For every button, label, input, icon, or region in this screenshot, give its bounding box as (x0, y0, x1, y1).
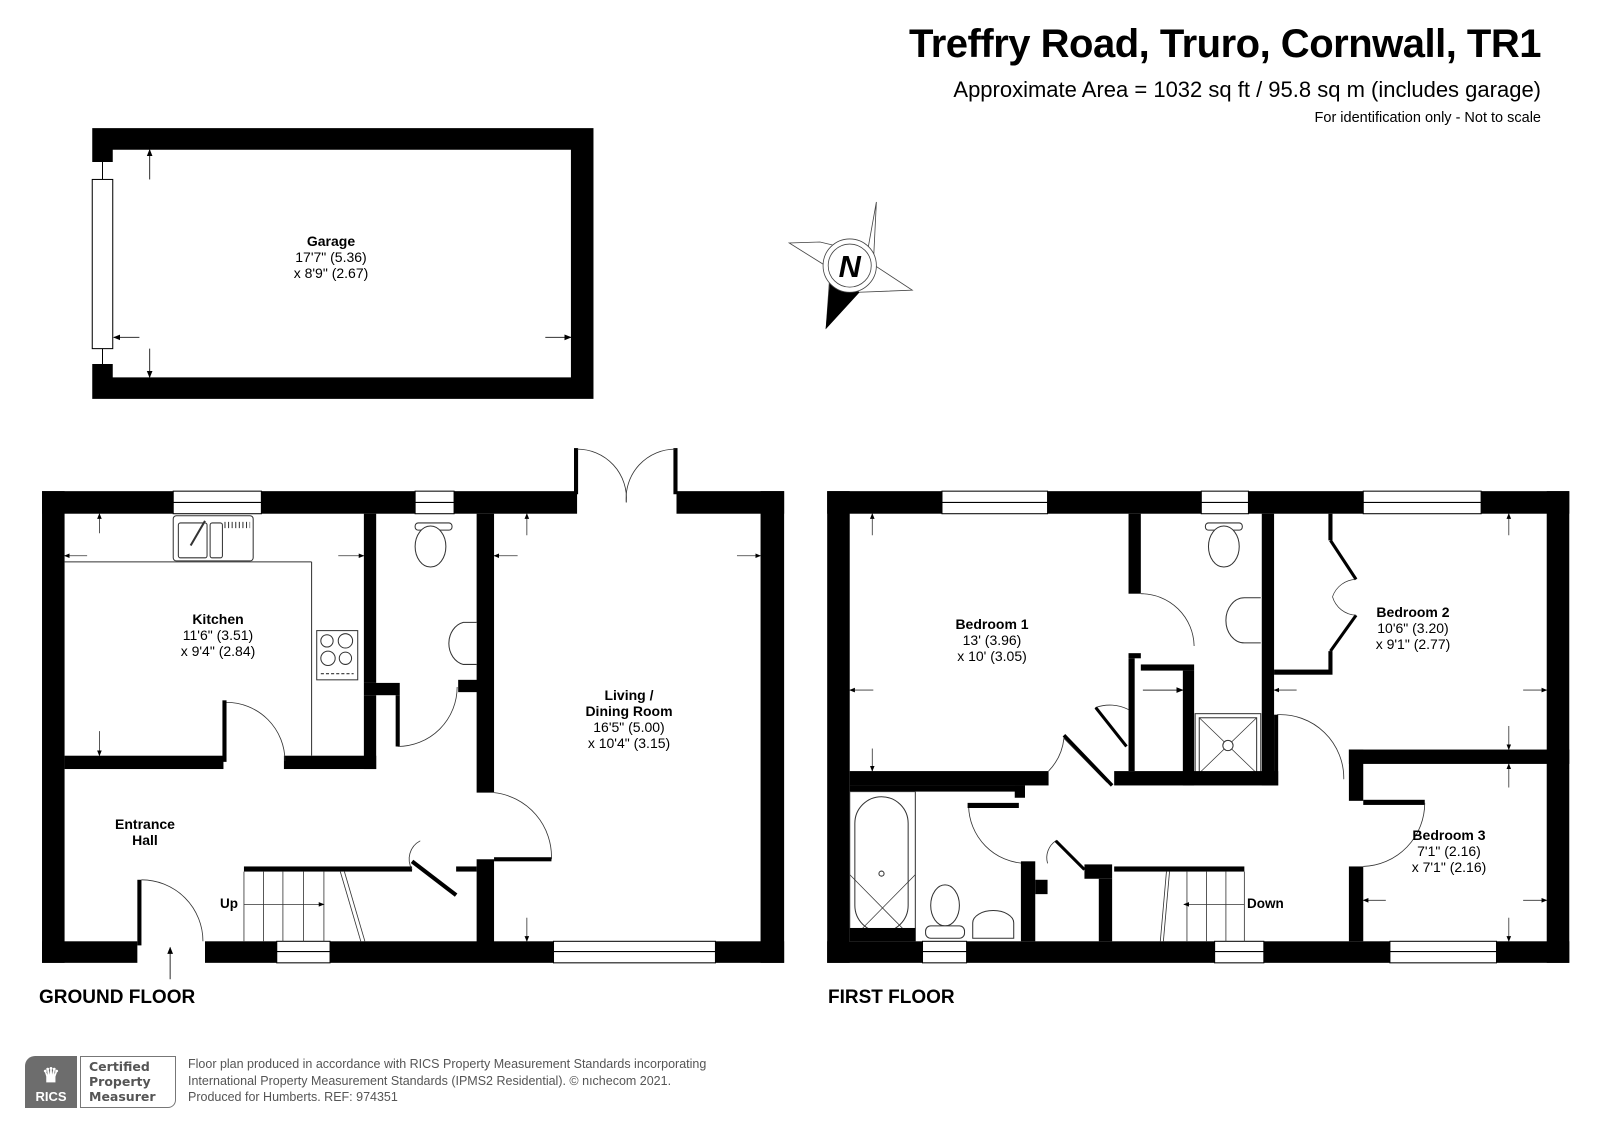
room-name: Living / (604, 687, 654, 703)
room-dimension: 17'7" (5.36) (295, 249, 367, 265)
ground-floor-plan (42, 448, 785, 980)
room-name: Hall (132, 832, 158, 848)
room-label-bedroom-1: Bedroom 1 13' (3.96) x 10' (3.05) (955, 616, 1028, 664)
svg-text:N: N (839, 249, 862, 284)
badge-text: Measurer (89, 1089, 156, 1104)
first-floor-label: FIRST FLOOR (828, 987, 955, 1008)
footer-credits: Floor plan produced in accordance with R… (188, 1056, 706, 1108)
garage-plan (91, 128, 594, 399)
room-dimension: x 7'1" (2.16) (1411, 859, 1487, 875)
room-label-kitchen: Kitchen 11'6" (3.51) x 9'4" (2.84) (181, 611, 256, 659)
footer-line: International Property Measurement Stand… (188, 1073, 672, 1088)
room-dimension: 7'1" (2.16) (1417, 843, 1481, 859)
room-dimension: x 9'4" (2.84) (180, 643, 256, 659)
room-name: Bedroom 1 (955, 616, 1029, 632)
room-label-entrance-hall: Entrance Hall (115, 816, 175, 848)
room-dimension: x 9'1" (2.77) (1375, 636, 1451, 652)
room-label-living-dining: Living / Dining Room 16'5" (5.00) x 10'4… (585, 687, 672, 751)
approximate-area: Approximate Area = 1032 sq ft / 95.8 sq … (953, 77, 1541, 102)
room-dimension: x 8'9" (2.67) (293, 265, 369, 281)
room-label-garage: Garage 17'7" (5.36) x 8'9" (2.67) (294, 233, 369, 281)
room-name: Bedroom 2 (1376, 604, 1450, 620)
room-label-bedroom-3: Bedroom 3 7'1" (2.16) x 7'1" (2.16) (1412, 827, 1487, 875)
room-name: Bedroom 3 (1412, 827, 1486, 843)
room-name: Garage (306, 233, 356, 249)
certified-badge: Certified Property Measurer (80, 1056, 176, 1108)
stairs-down-label: Down (1247, 896, 1284, 911)
footer-line: Produced for Humberts. REF: 974351 (188, 1090, 398, 1104)
lion-icon: ♛ (42, 1065, 60, 1087)
room-name: Kitchen (192, 611, 244, 627)
property-title: Treffry Road, Truro, Cornwall, TR1 (909, 22, 1541, 66)
room-label-bedroom-2: Bedroom 2 10'6" (3.20) x 9'1" (2.77) (1376, 604, 1451, 652)
rics-logo-text: RICS (35, 1089, 67, 1104)
room-dimension: x 10'4" (3.15) (587, 735, 671, 751)
ground-floor-label: GROUND FLOOR (39, 987, 196, 1008)
room-name: Entrance (115, 816, 175, 832)
first-floor-plan (827, 490, 1570, 964)
disclaimer-note: For identification only - Not to scale (1314, 110, 1541, 126)
room-dimension: 11'6" (3.51) (182, 627, 254, 643)
badge-text: Certified (89, 1059, 150, 1074)
north-compass-icon: N (787, 201, 914, 330)
room-dimension: 10'6" (3.20) (1377, 620, 1449, 636)
room-dimension: 16'5" (5.00) (593, 719, 665, 735)
room-dimension: 13' (3.96) (962, 632, 1022, 648)
rics-logo: ♛ RICS (25, 1056, 77, 1108)
room-dimension: x 10' (3.05) (957, 648, 1027, 664)
footer: ♛ RICS Certified Property Measurer Floor… (25, 1056, 706, 1108)
room-name: Dining Room (585, 703, 673, 719)
footer-line: Floor plan produced in accordance with R… (188, 1057, 707, 1071)
stairs-up-label: Up (220, 896, 238, 911)
badge-text: Property (89, 1074, 151, 1089)
